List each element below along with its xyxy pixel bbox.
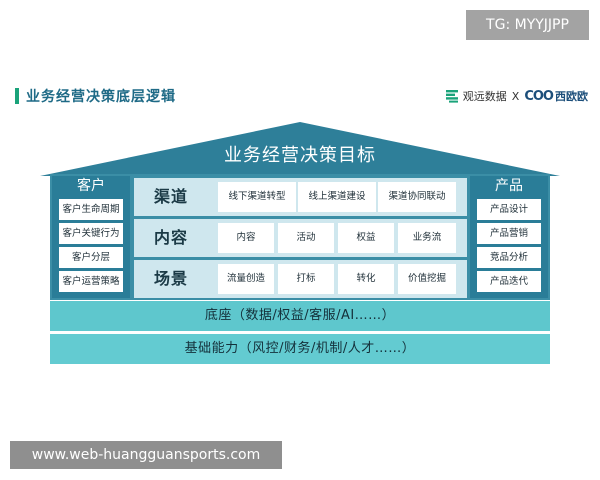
tg-badge: TG: MYYJJPP [466,10,589,40]
title-accent-bar [15,88,19,104]
brand-logos: 观远数据 X COO 西欧欧 [445,86,588,106]
row-content: 内容 内容 活动 权益 业务流 [134,219,467,257]
foundation-bar: 底座（数据/权益/客服/AI……） [50,301,550,331]
customer-item: 客户分层 [59,247,123,268]
row-cell: 业务流 [398,223,456,253]
row-label: 内容 [153,228,188,247]
row-channel: 渠道 线下渠道转型 线上渠道建设 渠道协同联动 [134,178,467,216]
center-rows: 渠道 线下渠道转型 线上渠道建设 渠道协同联动 内容 内容 活动 权益 业务流 … [134,176,467,298]
row-cell: 转化 [338,264,394,294]
customer-item: 客户运营策略 [59,271,123,292]
guanyuan-logo-icon [445,89,459,103]
brand1-name: 观远数据 [462,90,507,103]
customer-column-header: 客户 [77,178,105,194]
customer-item: 客户关键行为 [59,223,123,244]
row-label: 渠道 [153,187,188,206]
row-cell: 线上渠道建设 [298,182,376,212]
product-item: 竞品分析 [477,247,541,268]
row-cell: 线下渠道转型 [218,182,296,212]
row-cell: 价值挖掘 [398,264,456,294]
row-cell: 内容 [218,223,274,253]
customer-item: 客户生命周期 [59,199,123,220]
diagram-roof [40,122,560,176]
product-column: 产品 产品设计 产品营销 竞品分析 产品迭代 [470,176,548,298]
product-item: 产品迭代 [477,271,541,292]
basic-capability-bar: 基础能力（风控/财务/机制/人才……） [50,334,550,364]
row-scene: 场景 流量创造 打标 转化 价值挖掘 [134,260,467,298]
row-cell: 流量创造 [218,264,274,294]
row-cell: 权益 [338,223,394,253]
row-cell: 打标 [278,264,334,294]
coo-logo: COO [524,88,554,104]
row-cell: 渠道协同联动 [378,182,456,212]
customer-column: 客户 客户生命周期 客户关键行为 客户分层 客户运营策略 [52,176,130,298]
page-title-text: 业务经营决策底层逻辑 [26,89,176,105]
brand-separator: X [511,89,520,103]
product-item: 产品营销 [477,223,541,244]
product-column-header: 产品 [495,178,523,194]
product-item: 产品设计 [477,199,541,220]
roof-title: 业务经营决策目标 [224,145,376,166]
page-title: 业务经营决策底层逻辑 [15,86,176,106]
row-cell: 活动 [278,223,334,253]
brand2-name: 西欧欧 [555,90,588,103]
row-label: 场景 [153,269,188,288]
watermark-url: www.web-huangguansports.com [10,441,282,469]
